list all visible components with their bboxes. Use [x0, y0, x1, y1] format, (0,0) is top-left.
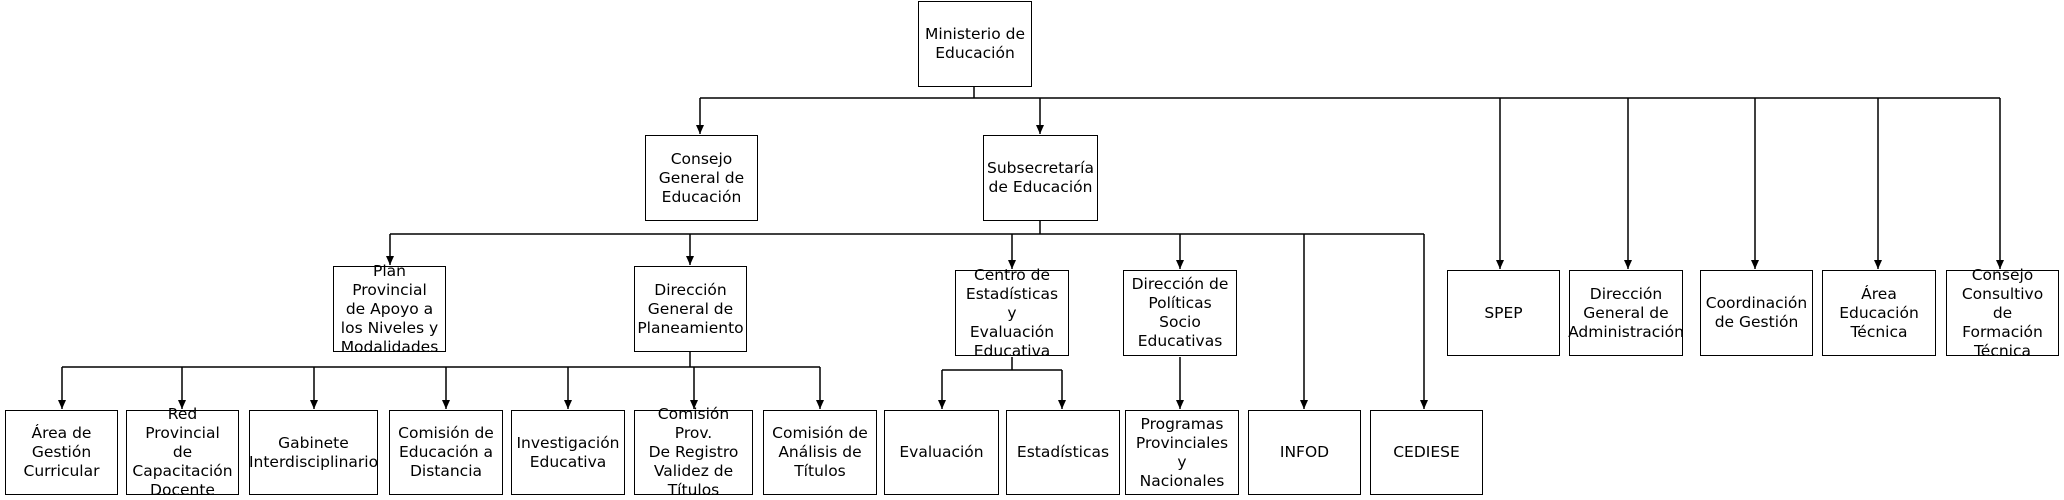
node-investigacion: Investigación Educativa [511, 410, 625, 495]
node-consejo-consultivo-label: Consejo Consultivo de Formación Técnica [1961, 265, 2044, 360]
node-cediese-label: CEDIESE [1393, 443, 1460, 461]
node-subsecretaria: Subsecretaría de Educación [983, 135, 1098, 221]
node-centro-estadisticas: Centro de Estadísticas y Evaluación Educ… [955, 266, 1069, 360]
node-red-provincial: Red Provincial de Capacitación Docente [126, 405, 239, 499]
node-area-tecnica: Área Educación Técnica [1822, 270, 1936, 356]
node-evaluacion-label: Evaluación [899, 443, 984, 461]
node-direccion-politicas-label: Dirección de Políticas Socio Educativas [1131, 275, 1229, 350]
node-comision-registro-label: Comisión Prov. De Registro Validez de Tí… [648, 405, 739, 499]
node-red-provincial-label: Red Provincial de Capacitación Docente [132, 405, 233, 499]
node-consejo-general-label: Consejo General de Educación [658, 149, 745, 206]
node-comision-registro: Comisión Prov. De Registro Validez de Tí… [634, 405, 753, 499]
node-estadisticas: Estadísticas [1006, 410, 1120, 495]
node-consejo-consultivo: Consejo Consultivo de Formación Técnica [1946, 266, 2059, 360]
node-plan-provincial: Plan Provincial de Apoyo a los Niveles y… [333, 262, 446, 356]
node-consejo-general: Consejo General de Educación [645, 135, 758, 221]
node-ministerio: Ministerio de Educación [918, 1, 1032, 87]
node-coordinacion-gestion-label: Coordinación de Gestión [1705, 294, 1808, 331]
node-ministerio-label: Ministerio de Educación [925, 25, 1025, 62]
node-area-tecnica-label: Área Educación Técnica [1839, 284, 1919, 341]
node-cediese: CEDIESE [1370, 410, 1483, 495]
node-subsecretaria-label: Subsecretaría de Educación [987, 159, 1094, 196]
node-programas: Programas Provinciales y Nacionales [1125, 410, 1239, 495]
node-direccion-administracion-label: Dirección General de Administración [1568, 284, 1684, 341]
node-programas-label: Programas Provinciales y Nacionales [1135, 414, 1229, 490]
node-plan-provincial-label: Plan Provincial de Apoyo a los Niveles y… [340, 261, 439, 356]
node-area-curricular-label: Área de Gestión Curricular [23, 424, 100, 480]
node-gabinete-label: Gabinete Interdisciplinario [248, 433, 379, 471]
node-area-curricular: Área de Gestión Curricular [5, 410, 118, 495]
node-evaluacion: Evaluación [884, 410, 999, 495]
node-infod: INFOD [1248, 410, 1361, 495]
node-estadisticas-label: Estadísticas [1016, 443, 1110, 461]
node-spep-label: SPEP [1484, 303, 1523, 322]
node-investigacion-label: Investigación Educativa [516, 433, 620, 471]
node-comision-distancia-label: Comisión de Educación a Distancia [398, 424, 494, 480]
node-centro-estadisticas-label: Centro de Estadísticas y Evaluación Educ… [965, 265, 1059, 360]
node-direccion-politicas: Dirección de Políticas Socio Educativas [1123, 270, 1237, 356]
node-direccion-administracion: Dirección General de Administración [1568, 270, 1684, 356]
node-coordinacion-gestion: Coordinación de Gestión [1700, 270, 1813, 356]
node-infod-label: INFOD [1279, 443, 1330, 461]
node-gabinete: Gabinete Interdisciplinario [249, 410, 378, 495]
node-comision-analisis: Comisión de Análisis de Títulos [763, 410, 877, 495]
node-comision-distancia: Comisión de Educación a Distancia [389, 410, 503, 495]
node-spep: SPEP [1447, 270, 1560, 356]
node-direccion-planeamiento-label: Dirección General de Planeamiento [637, 280, 744, 337]
node-direccion-planeamiento: Dirección General de Planeamiento [634, 266, 747, 352]
node-comision-analisis-label: Comisión de Análisis de Títulos [772, 424, 868, 480]
